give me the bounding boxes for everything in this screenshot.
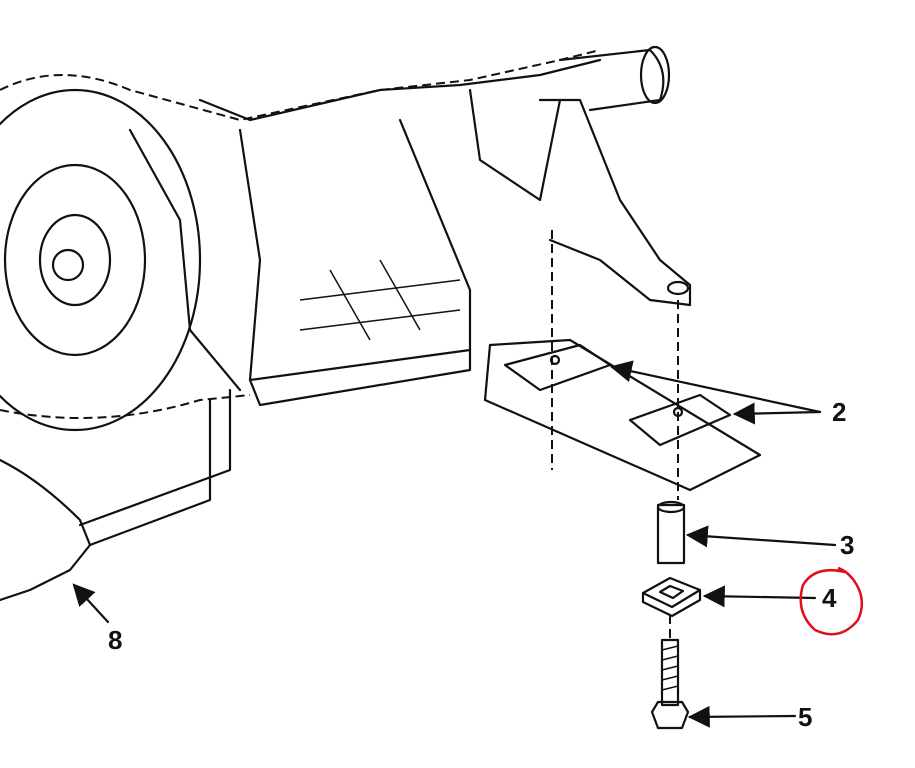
bolt-part-5	[650, 615, 690, 730]
mount-pad-left	[503, 343, 612, 392]
spacer-part-3	[656, 500, 686, 565]
callout-label-4: 4	[822, 583, 837, 613]
mount-pad-right	[628, 393, 732, 447]
callout-label-8: 8	[108, 625, 122, 655]
torque-converter-housing	[0, 88, 202, 432]
callout-leaders	[72, 360, 837, 728]
transmission-mount-crossmember	[483, 230, 762, 500]
callout-label-2: 2	[832, 397, 846, 427]
transmission-assembly	[0, 45, 692, 602]
highlight-circle	[799, 566, 864, 636]
callout-label-5: 5	[798, 702, 812, 732]
callout-label-3: 3	[840, 530, 854, 560]
washer-part-4	[641, 576, 702, 618]
